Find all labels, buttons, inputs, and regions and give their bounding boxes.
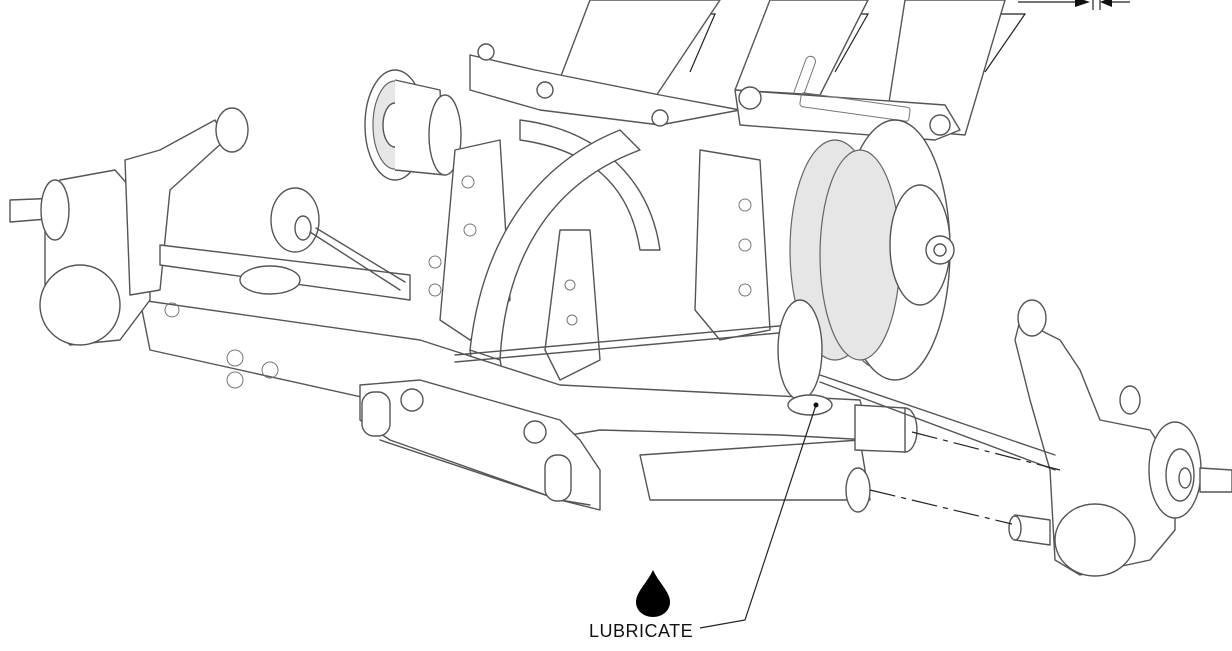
left-hub <box>9 107 411 346</box>
lubricate-label: LUBRICATE <box>589 621 694 641</box>
oil-drop-icon <box>636 570 670 617</box>
lower-arm <box>139 299 918 513</box>
center-bulkhead <box>428 119 661 461</box>
pulley <box>364 69 462 181</box>
lubricate-point <box>813 402 819 408</box>
assembly-guides <box>869 431 1061 525</box>
steering-link <box>239 187 833 416</box>
lubricate-leader <box>699 404 817 629</box>
right-hub <box>819 299 1232 577</box>
right-bulkhead <box>544 149 771 381</box>
spur-gears <box>789 119 955 381</box>
